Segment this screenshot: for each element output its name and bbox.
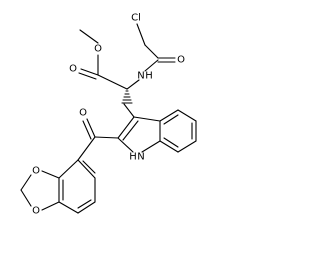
- bond-oether-methyl: [79, 29, 99, 44]
- bond-ar-c-d-inner: [77, 199, 92, 209]
- atom-label-indole-h: H: [129, 152, 137, 163]
- bond-calpha-ester-c: [97, 74, 128, 90]
- bond-ar-d-e: [58, 201, 79, 214]
- bond-ester-carbonyl-2: [78, 72, 97, 80]
- atom-label-cl: Cl: [131, 13, 141, 24]
- atom-label-amide-o: O: [177, 55, 185, 66]
- bond-c4-c5: [177, 109, 197, 122]
- bond-ar-c-d: [77, 201, 96, 214]
- bond-c3-c2-1: [117, 116, 135, 139]
- bond-c7-c7a-2: [163, 137, 179, 148]
- bond-ketone-c-aryl: [77, 136, 96, 161]
- atom-label-amide-n: N: [137, 71, 144, 82]
- bond-ar-f-o-upper: [41, 170, 60, 179]
- atom-label-ester-ether-o: O: [94, 44, 102, 55]
- bond-c2-n1: [117, 137, 134, 153]
- bond-ch2-carbonyl: [144, 44, 159, 59]
- bond-ketone-co-1: [86, 118, 96, 138]
- atom-labels: Cl O N H O O O N H O O: [32, 13, 185, 217]
- atom-label-dioxole-o-lower: O: [32, 206, 40, 217]
- bond-ar-a-b-inner: [82, 160, 96, 174]
- bond-ch2-o-lower: [20, 189, 32, 207]
- bond-ar-f-a: [58, 159, 79, 179]
- bond-c3-c3a: [133, 116, 161, 122]
- atom-label-amide-h: H: [145, 71, 153, 82]
- bond-c3-c2-2: [122, 120, 139, 141]
- bond-cl-ch2: [136, 23, 146, 46]
- bond-ch2-c3: [123, 103, 135, 118]
- bond-o-upper-ch2: [20, 174, 32, 191]
- bond-n-calpha: [126, 79, 140, 90]
- atom-label-ketone-o: O: [79, 108, 87, 119]
- atom-label-indole-n: N: [137, 152, 144, 163]
- bond-carbonyl-n: [144, 59, 159, 72]
- bond-ester-carbonyl-1: [80, 68, 99, 76]
- stereo-hashed-wedge: [121, 90, 133, 104]
- bond-c3a-c4-1: [159, 109, 179, 122]
- bond-ar-a-b: [77, 159, 96, 179]
- bond-ketone-co-2: [82, 120, 92, 140]
- bonds: [20, 23, 197, 214]
- bond-c2-ketone-c: [94, 136, 119, 139]
- bond-c6-c7: [177, 140, 197, 153]
- molecule-structure-diagram: Cl O N H O O O N H O O: [20, 12, 197, 217]
- bond-c7-c7a-1: [159, 140, 179, 153]
- bond-ar-e-o-lower: [41, 201, 60, 211]
- bond-n1-c7a: [141, 140, 161, 153]
- bond-c3a-c4-2: [163, 114, 179, 125]
- structure-svg: Cl O N H O O O N H O O: [20, 13, 197, 217]
- atom-label-dioxole-o-upper: O: [32, 166, 40, 177]
- atom-label-ester-carbonyl-o: O: [69, 64, 77, 75]
